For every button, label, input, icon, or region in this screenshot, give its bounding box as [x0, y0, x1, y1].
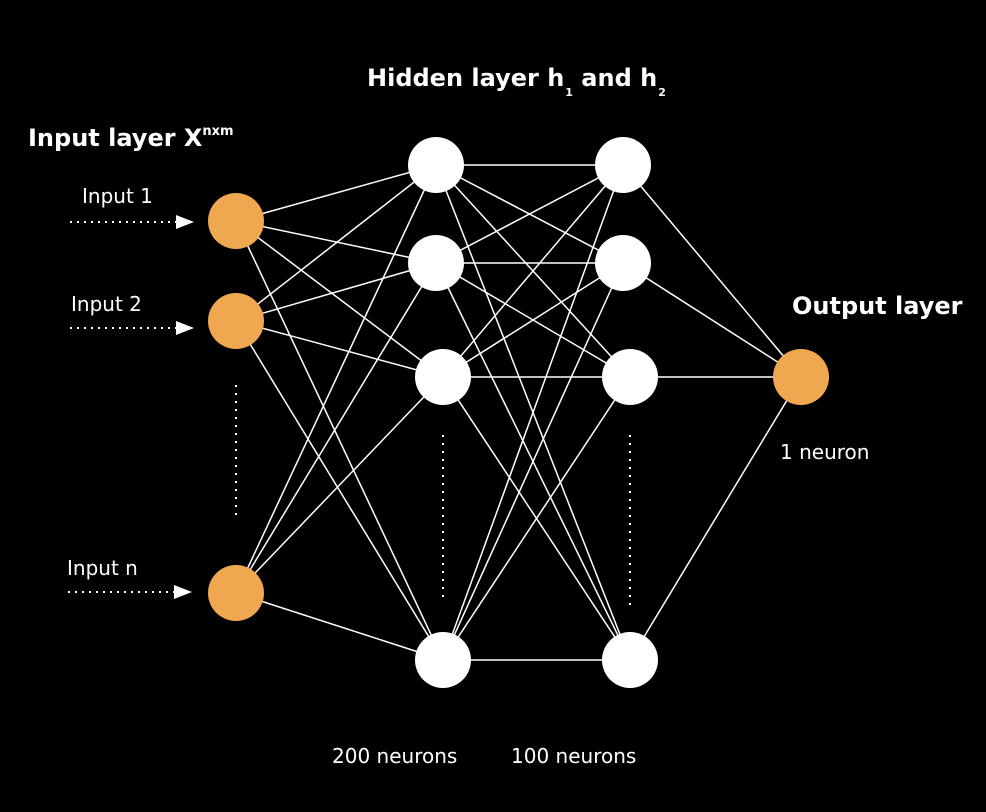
output-layer-title: Output layer: [792, 292, 963, 320]
edge-input-1-to-hidden1-4: [235, 220, 444, 661]
edge-hidden1-4-to-hidden2-3: [442, 376, 631, 661]
hidden2-neuron-4: [602, 632, 658, 688]
hidden1-neuron-2: [408, 235, 464, 291]
hidden1-count-label: 200 neurons: [332, 744, 458, 768]
edge-hidden2-1-to-output-1: [622, 164, 802, 378]
edge-hidden1-3-to-hidden2-2: [442, 262, 624, 378]
hidden2-neuron-2: [595, 235, 651, 291]
input-neuron-3: [208, 565, 264, 621]
input-neuron-1: [208, 193, 264, 249]
input-arrow-n-head: [174, 585, 192, 599]
edge-hidden1-4-to-hidden2-2: [442, 262, 624, 661]
input-arrow-2-head: [176, 321, 194, 335]
hidden1-neuron-1: [408, 137, 464, 193]
edge-input-3-to-hidden1-4: [235, 592, 444, 661]
input-arrows: [68, 215, 194, 599]
output-count-label: 1 neuron: [780, 440, 870, 464]
edge-input-3-to-hidden1-1: [235, 164, 437, 594]
edge-input-1-to-hidden1-1: [235, 164, 437, 222]
edge-hidden2-2-to-output-1: [622, 262, 802, 378]
edge-input-2-to-hidden1-4: [235, 320, 444, 661]
connection-edges: [235, 164, 802, 661]
output-neuron-1: [773, 349, 829, 405]
input-label-1: Input 1: [82, 184, 153, 208]
input-label-2: Input 2: [71, 292, 142, 316]
input-label-n: Input n: [67, 556, 138, 580]
hidden1-neuron-4: [415, 632, 471, 688]
hidden-layer-title: Hidden layer h1 and h2: [367, 64, 666, 99]
input-arrow-1-head: [176, 215, 194, 229]
edge-input-3-to-hidden1-3: [235, 376, 444, 594]
edge-input-2-to-hidden1-1: [235, 164, 437, 322]
hidden1-neuron-3: [415, 349, 471, 405]
hidden2-count-label: 100 neurons: [511, 744, 637, 768]
edge-hidden1-4-to-hidden2-1: [442, 164, 624, 661]
ellipsis-dots: [235, 385, 631, 605]
neurons: [208, 137, 829, 688]
edge-hidden2-4-to-output-1: [629, 376, 802, 661]
edge-input-2-to-hidden1-2: [235, 262, 437, 322]
input-neuron-2: [208, 293, 264, 349]
edge-input-3-to-hidden1-2: [235, 262, 437, 594]
hidden2-neuron-1: [595, 137, 651, 193]
input-layer-title: Input layer Xnxm: [28, 124, 234, 152]
edge-input-2-to-hidden1-3: [235, 320, 444, 378]
edge-input-1-to-hidden1-3: [235, 220, 444, 378]
hidden2-neuron-3: [602, 349, 658, 405]
edge-hidden1-3-to-hidden2-1: [442, 164, 624, 378]
edge-input-1-to-hidden1-2: [235, 220, 437, 264]
edge-hidden1-2-to-hidden2-1: [435, 164, 624, 264]
